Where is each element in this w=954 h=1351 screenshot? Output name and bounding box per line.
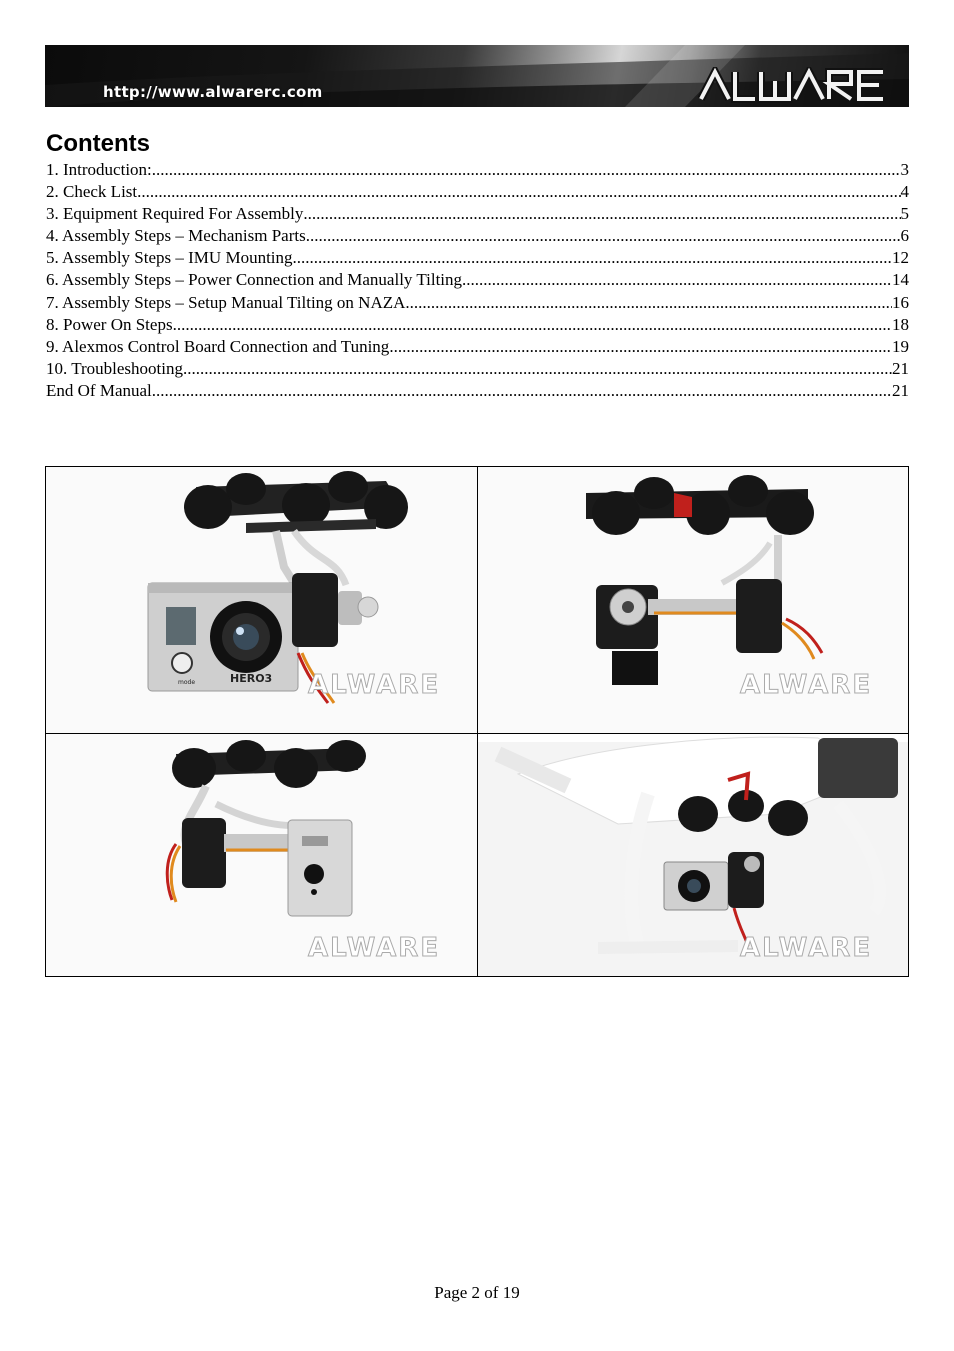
toc-entry-label: 10. Troubleshooting xyxy=(46,358,183,378)
toc-entry[interactable]: 3. Equipment Required For Assembly 5 xyxy=(46,203,909,225)
toc-leader-dots xyxy=(389,336,892,358)
toc-entry-page: 18 xyxy=(892,314,909,334)
toc-entry-label: 3. Equipment Required For Assembly xyxy=(46,204,304,224)
toc-leader-dots xyxy=(173,314,892,336)
toc-entry-label: 1. Introduction: xyxy=(46,160,152,179)
gimbal-photo-side: ALWARE xyxy=(46,734,477,976)
alware-watermark: ALWARE xyxy=(308,933,440,963)
alware-logo xyxy=(697,63,887,107)
alware-logo-graphic xyxy=(697,63,883,103)
toc-entry-page: 3 xyxy=(900,160,910,179)
alware-watermark: ALWARE xyxy=(308,670,440,700)
header-url: http://www.alwarerc.com xyxy=(103,83,323,101)
toc-entry-label: 2. Check List xyxy=(46,182,138,202)
toc-entry[interactable]: End Of Manual 21 xyxy=(46,380,909,402)
toc-entry[interactable]: 10. Troubleshooting 21 xyxy=(46,358,909,380)
alware-watermark: ALWARE xyxy=(740,933,872,963)
alware-watermark: ALWARE xyxy=(740,670,872,700)
toc-entry-label: 4. Assembly Steps – Mechanism Parts xyxy=(46,226,306,246)
toc-entry-page: 5 xyxy=(900,204,910,224)
toc-entry-page: 21 xyxy=(892,380,909,400)
toc-leader-dots xyxy=(303,203,900,225)
camera-mode-label: mode xyxy=(178,679,195,686)
toc-leader-dots xyxy=(183,358,892,380)
toc-leader-dots xyxy=(462,269,892,291)
toc-entry-page: 4 xyxy=(900,182,910,202)
toc-entry-label: 6. Assembly Steps – Power Connection and… xyxy=(46,270,463,290)
banner-swoosh-graphic xyxy=(45,45,909,107)
toc-entry[interactable]: 9. Alexmos Control Board Connection and … xyxy=(46,336,909,358)
gimbal-photo-drone: ALWARE xyxy=(478,734,908,976)
table-of-contents: 1. Introduction: 3 2. Check List 4 3. Equi… xyxy=(46,159,909,402)
toc-leader-dots xyxy=(152,159,901,181)
gimbal-front-illustration: mode HERO3 ALWARE xyxy=(46,467,477,733)
grid-divider-horizontal xyxy=(46,733,908,734)
gimbal-side-illustration: ALWARE xyxy=(46,734,477,976)
gimbal-photo-rear: ALWARE xyxy=(478,467,908,733)
gimbal-photo-grid: mode HERO3 ALWARE xyxy=(45,466,909,977)
toc-entry-page: 14 xyxy=(892,270,909,290)
toc-entry-page: 6 xyxy=(900,226,910,246)
toc-leader-dots xyxy=(152,380,892,402)
toc-entry-label: End Of Manual xyxy=(46,380,152,400)
toc-entry-page: 21 xyxy=(892,358,909,378)
toc-entry[interactable]: 5. Assembly Steps – IMU Mounting 12 xyxy=(46,247,909,269)
gimbal-drone-illustration: ALWARE xyxy=(478,734,908,976)
toc-leader-dots xyxy=(405,292,892,314)
toc-entry-label: 5. Assembly Steps – IMU Mounting xyxy=(46,248,293,268)
toc-entry[interactable]: 7. Assembly Steps – Setup Manual Tilting… xyxy=(46,292,909,314)
toc-entry-page: 12 xyxy=(892,248,909,268)
toc-leader-dots xyxy=(293,247,892,269)
toc-entry-page: 16 xyxy=(892,292,909,312)
camera-model-label: HERO3 xyxy=(230,672,272,685)
grid-divider-vertical xyxy=(477,467,478,976)
header-banner: http://www.alwarerc.com xyxy=(45,45,909,107)
gimbal-rear-illustration: ALWARE xyxy=(478,467,908,733)
page-number: Page 2 of 19 xyxy=(434,1283,520,1302)
toc-entry-page: 19 xyxy=(892,336,909,356)
toc-entry[interactable]: 1. Introduction: 3 xyxy=(46,159,909,181)
contents-title: Contents xyxy=(46,130,150,157)
toc-entry[interactable]: 2. Check List 4 xyxy=(46,181,909,203)
toc-entry-label: 8. Power On Steps xyxy=(46,314,173,334)
toc-leader-dots xyxy=(306,225,901,247)
toc-entry-label: 7. Assembly Steps – Setup Manual Tilting… xyxy=(46,292,406,312)
toc-entry[interactable]: 4. Assembly Steps – Mechanism Parts 6 xyxy=(46,225,909,247)
toc-entry[interactable]: 8. Power On Steps 18 xyxy=(46,314,909,336)
toc-leader-dots xyxy=(137,181,900,203)
gimbal-photo-front: mode HERO3 ALWARE xyxy=(46,467,477,733)
toc-entry-label: 9. Alexmos Control Board Connection and … xyxy=(46,336,390,356)
toc-entry[interactable]: 6. Assembly Steps – Power Connection and… xyxy=(46,269,909,291)
